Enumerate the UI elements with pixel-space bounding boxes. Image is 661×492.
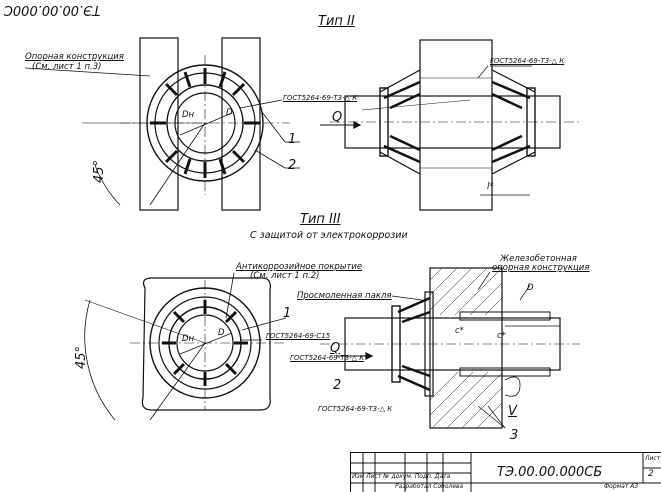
anticorr-label: Антикоррозийное покрытие xyxy=(236,262,363,272)
gost-label-front2: ГОСТ5264-69-Т3-△ К xyxy=(283,94,358,102)
d-label-3: D xyxy=(218,328,225,338)
d-label-2: D xyxy=(226,108,233,118)
view-v-label: V xyxy=(508,404,517,419)
callout-2-type2: 2 xyxy=(288,158,297,173)
gost-c15-label: ГОСТ5264-69-С15 xyxy=(266,332,331,340)
type3-title: Тип III xyxy=(300,212,341,227)
gost-label-type3-a: ГОСТ5264-69-Т3-△ К xyxy=(290,354,365,362)
angle-label-2: 45° xyxy=(92,159,108,184)
callout-2-type3: 2 xyxy=(333,378,342,393)
dn-label-3: Dн xyxy=(182,334,195,344)
type3-subtitle: С защитой от электрокоррозии xyxy=(250,230,408,241)
type2-side-view xyxy=(320,39,580,211)
q-label-2: Q xyxy=(332,110,343,125)
gost-label-side2: ГОСТ5264-69-Т3-△ К xyxy=(490,57,565,65)
callout-3-type3: 3 xyxy=(510,428,519,443)
l-dimension-label: l* xyxy=(487,182,494,192)
type3-front-view xyxy=(84,272,287,421)
format-label: Формат А3 xyxy=(604,483,639,490)
sheet-label: Лист xyxy=(645,455,661,462)
type2-front-view xyxy=(24,37,300,211)
c-dimension-label: c* xyxy=(497,331,506,341)
drawing-code: ТЭ.00.00.000СБ xyxy=(497,465,603,480)
dv-label: D xyxy=(527,283,534,293)
title-block xyxy=(350,452,661,492)
anticorr-ref-label: (См. лист 1 п.2) xyxy=(250,271,320,281)
gost-label-type3-b: ГОСТ5264-69-Т3-△ К xyxy=(318,405,393,413)
callout-1-type2: 1 xyxy=(288,132,297,147)
developer-label: Разработал Соболева xyxy=(395,483,464,490)
type2-title: Тип II xyxy=(318,14,355,29)
callout-1-type3: 1 xyxy=(283,306,292,321)
type3-side-view xyxy=(320,267,580,429)
support-label: Опорная конструкция xyxy=(25,52,124,62)
concrete-label-1: Железобетонная xyxy=(500,254,577,264)
angle-label-3: 45° xyxy=(74,345,90,370)
sheet-number: 2 xyxy=(648,469,654,479)
c-dimension-label-2: c* xyxy=(455,326,464,336)
titleblock-columns: Изм Лист № докум. Подп. Дата xyxy=(352,473,451,480)
support-ref-label: (См. лист 1 п.3) xyxy=(32,62,102,72)
tow-label: Просмоленная пакля xyxy=(297,291,392,301)
dn-label-2: Dн xyxy=(182,110,195,120)
q-label-3: Q xyxy=(330,341,341,356)
concrete-label-2: опорная конструкция xyxy=(492,263,590,273)
